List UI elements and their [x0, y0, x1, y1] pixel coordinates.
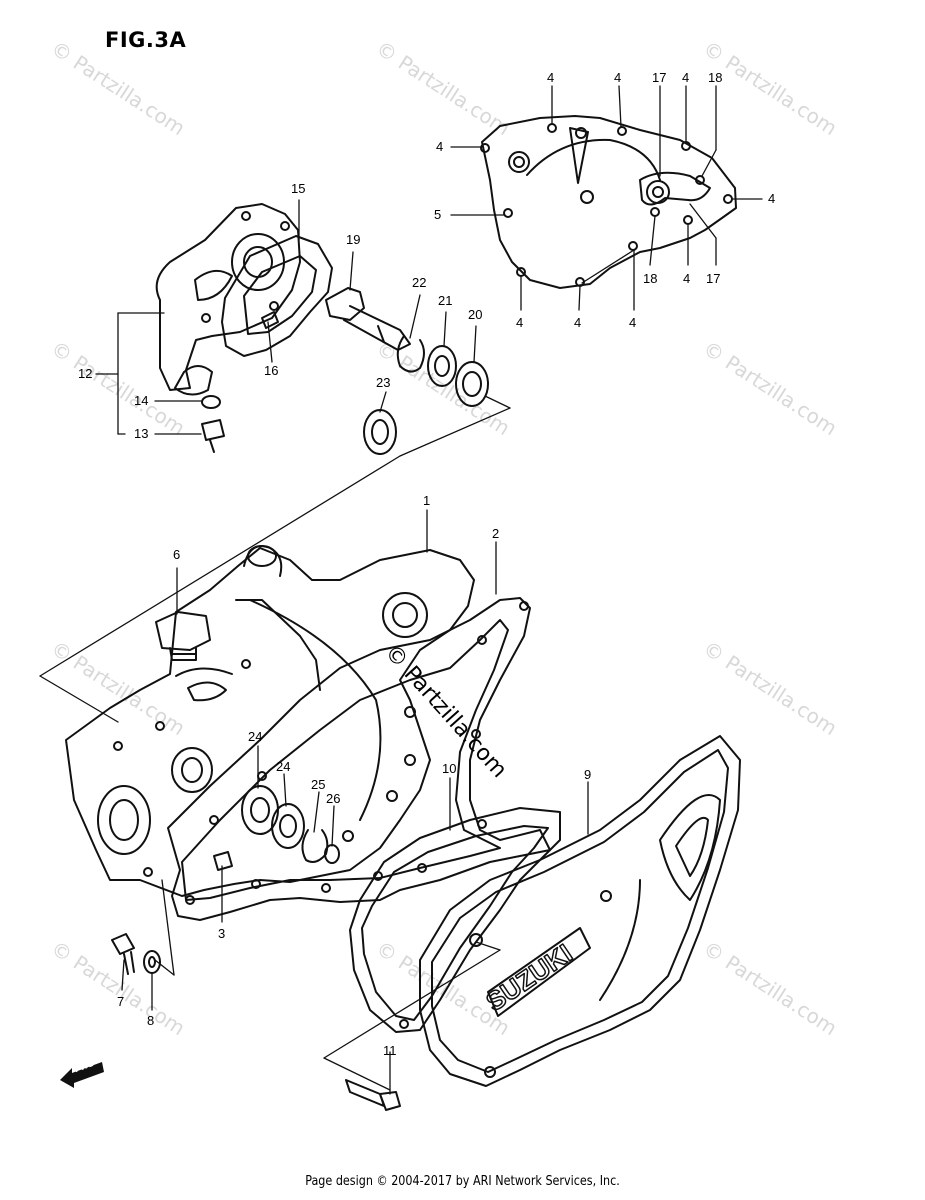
dowel-3 — [213, 851, 233, 871]
callout-1: 1 — [423, 493, 431, 508]
callout-11: 11 — [383, 1043, 397, 1058]
clutch-cover-9: SUZUKI — [419, 735, 741, 1087]
right-cover-gasket — [480, 115, 737, 289]
bolt-11 — [345, 1079, 401, 1111]
leader-lines-main — [121, 509, 589, 1095]
callout-19: 19 — [346, 232, 361, 247]
callout-4: 4 — [629, 315, 637, 330]
oil-seal-23 — [363, 409, 397, 455]
callout-22: 22 — [412, 275, 427, 290]
leader-lines-cover — [450, 85, 763, 311]
callout-17: 17 — [706, 271, 721, 286]
callout-18: 18 — [643, 271, 658, 286]
bearing-21 — [427, 345, 457, 387]
crankcase-cover — [65, 545, 475, 897]
callout-6: 6 — [173, 547, 181, 562]
bolt-7 — [111, 933, 135, 975]
callout-4: 4 — [682, 70, 690, 85]
washer-8 — [143, 950, 161, 974]
bolt-13 — [201, 419, 225, 453]
clutch-cover-gasket-10 — [349, 807, 561, 1033]
callout-2: 2 — [492, 526, 500, 541]
callout-4: 4 — [574, 315, 582, 330]
callout-4: 4 — [516, 315, 524, 330]
assembly-guide-lines — [39, 455, 501, 1091]
dowel-pin-16 — [261, 311, 279, 329]
impeller-shaft — [325, 287, 411, 351]
water-pump-gasket — [221, 235, 333, 357]
callout-4: 4 — [768, 191, 776, 206]
circlip-22 — [396, 335, 425, 373]
callout-17: 17 — [652, 70, 667, 85]
callout-9: 9 — [584, 767, 592, 782]
water-pump-case — [155, 203, 301, 396]
callout-13: 13 — [134, 426, 149, 441]
callout-10: 10 — [442, 761, 457, 776]
callout-14: 14 — [134, 393, 149, 408]
svg-text:SUZUKI: SUZUKI — [481, 938, 578, 1017]
callout-23: 23 — [376, 375, 391, 390]
figure-title: FIG.3A — [105, 28, 187, 52]
washer-14 — [201, 395, 221, 409]
callout-4: 4 — [614, 70, 622, 85]
crankcase-gasket-2 — [167, 597, 551, 921]
leader-lines-pump — [95, 199, 511, 457]
circlip-26 — [324, 844, 340, 864]
callout-21: 21 — [438, 293, 453, 308]
page-credit: Page design © 2004-2017 by ARI Network S… — [305, 1174, 620, 1189]
oil-seal-20 — [455, 361, 489, 407]
callout-20: 20 — [468, 307, 483, 322]
oil-filler-cap-6 — [155, 611, 211, 661]
callout-7: 7 — [117, 994, 125, 1009]
callout-4: 4 — [547, 70, 555, 85]
callout-16: 16 — [264, 363, 279, 378]
callout-5: 5 — [434, 207, 442, 222]
callout-24: 24 — [276, 759, 291, 774]
callout-25: 25 — [311, 777, 326, 792]
callout-15: 15 — [291, 181, 306, 196]
callout-8: 8 — [147, 1013, 155, 1028]
callout-26: 26 — [326, 791, 341, 806]
callout-4: 4 — [436, 139, 444, 154]
callout-4: 4 — [683, 271, 691, 286]
callout-24: 24 — [248, 729, 263, 744]
callout-3: 3 — [218, 926, 226, 941]
callout-12: 12 — [78, 366, 93, 381]
circlip-25 — [301, 829, 329, 863]
callout-18: 18 — [708, 70, 723, 85]
forward-direction-arrow-icon: FWD — [58, 1058, 108, 1093]
bearing-24-right — [271, 803, 305, 849]
